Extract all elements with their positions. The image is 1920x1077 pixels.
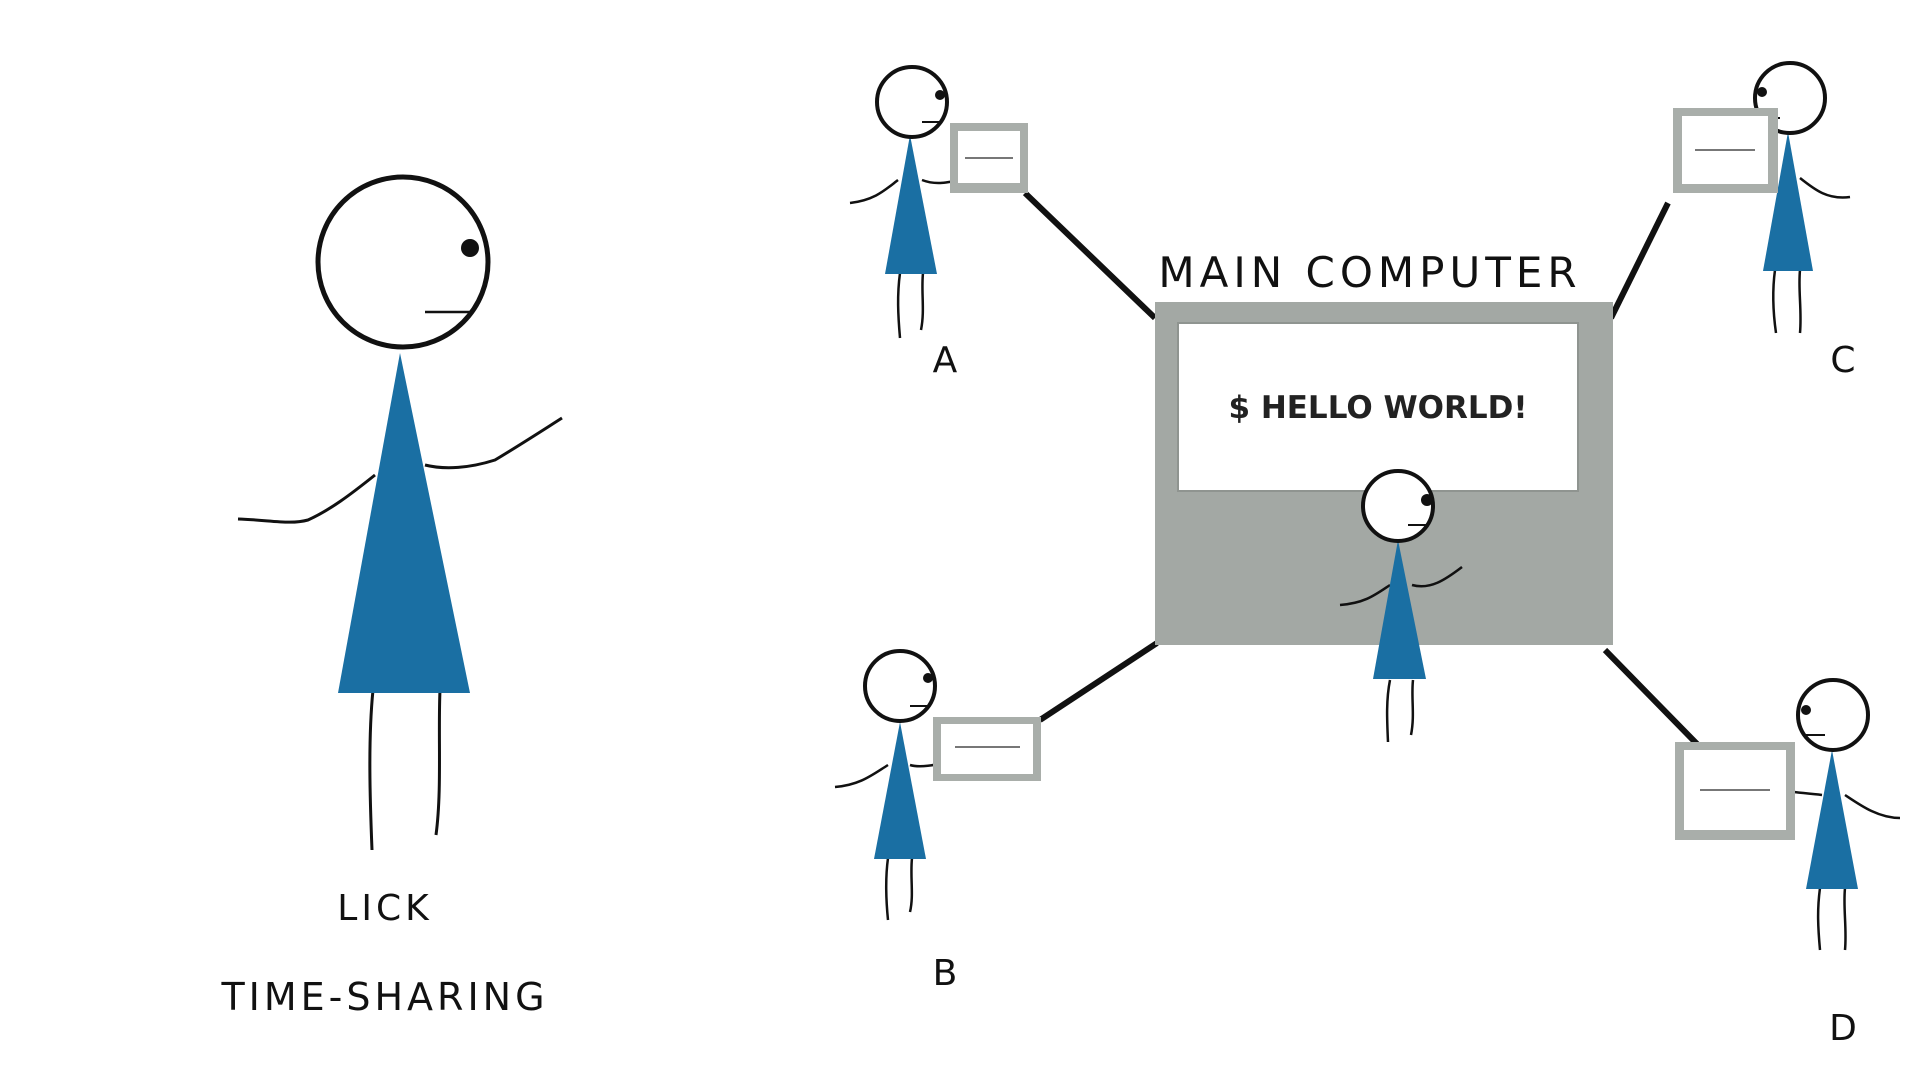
person-d-body	[1806, 750, 1858, 889]
person-a-body	[885, 135, 937, 274]
center-person-body	[1373, 540, 1426, 679]
lick-head	[315, 174, 491, 350]
lick-name-label: LICK	[337, 888, 432, 929]
terminal-d-monitor	[1675, 742, 1795, 840]
person-a-left-arm	[849, 179, 899, 205]
lick-left-arm	[237, 473, 376, 524]
center-person-head	[1361, 469, 1435, 543]
line-b-to-computer	[1038, 640, 1159, 723]
center-person-eye	[1421, 494, 1433, 506]
person-c-right-leg	[1798, 269, 1802, 334]
lick-body	[338, 353, 470, 693]
person-a-eye	[935, 90, 945, 100]
lick-left-leg	[368, 689, 375, 851]
terminal-d-label: D	[1829, 1008, 1857, 1049]
person-a-left-leg	[896, 272, 902, 339]
terminal-b-person	[834, 649, 949, 921]
terminal-a-person	[849, 65, 961, 339]
terminal-b-monitor	[933, 717, 1041, 781]
terminal-c-monitor	[1673, 108, 1778, 193]
line-a-to-computer	[1022, 190, 1158, 321]
person-b-right-leg	[908, 857, 914, 913]
main-computer-screen	[1177, 322, 1579, 492]
person-d-right-leg	[1843, 887, 1847, 951]
terminal-d-person	[1777, 678, 1901, 951]
lick-figure	[237, 174, 563, 851]
terminal-a-label: A	[933, 340, 958, 381]
center-person	[1339, 469, 1463, 743]
person-b-head	[863, 649, 937, 723]
person-a-right-leg	[919, 272, 925, 331]
center-person-right-arm	[1411, 566, 1463, 588]
person-b-left-arm	[834, 763, 889, 789]
terminal-a-monitor	[950, 123, 1028, 193]
time-sharing-label: TIME-SHARING	[220, 975, 548, 1019]
terminal-c-label: C	[1830, 340, 1855, 381]
line-d-to-computer	[1602, 647, 1701, 748]
center-person-left-leg	[1385, 679, 1392, 743]
main-screen-text: $ HELLO WORLD!	[1228, 390, 1527, 426]
center-person-right-leg	[1409, 679, 1415, 736]
person-a-head	[875, 65, 949, 139]
main-computer-label: MAIN COMPUTER	[1158, 248, 1581, 297]
person-d-right-arm	[1844, 793, 1901, 820]
person-d-head	[1796, 678, 1870, 752]
person-c-body	[1763, 132, 1813, 271]
person-d-eye	[1801, 705, 1811, 715]
lick-eye	[461, 239, 479, 257]
person-d-left-leg	[1816, 887, 1822, 951]
person-b-left-leg	[884, 857, 890, 921]
terminal-b-label: B	[933, 953, 958, 994]
person-c-eye	[1757, 87, 1767, 97]
person-c-left-leg	[1771, 269, 1778, 334]
lick-right-arm	[424, 416, 563, 470]
terminal-b-screen	[941, 724, 1033, 774]
person-b-eye	[923, 673, 933, 683]
center-person-left-arm	[1339, 583, 1391, 607]
line-c-to-computer	[1608, 201, 1671, 320]
lick-right-leg	[434, 689, 442, 836]
connection-lines	[1022, 190, 1701, 748]
terminal-c-person	[1721, 61, 1851, 334]
person-c-right-arm	[1799, 177, 1851, 199]
person-b-body	[874, 722, 926, 859]
